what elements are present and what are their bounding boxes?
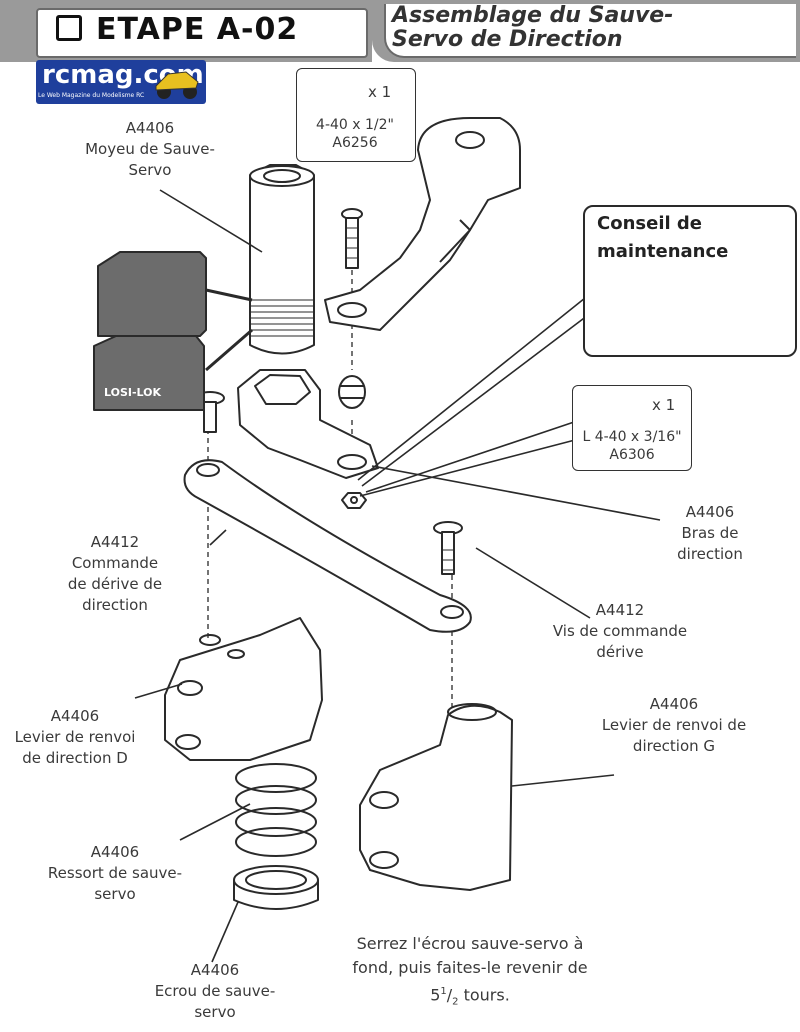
- sauve-servo-nut-part: [233, 865, 319, 910]
- nut-hardware-box: [572, 385, 692, 471]
- checkbox-icon: [56, 15, 82, 41]
- nut-part-number: A6306: [609, 447, 655, 463]
- step-title: ETAPE A-02: [56, 12, 298, 47]
- instruction-line-2: fond, puis faites-le revenir de: [352, 958, 588, 977]
- lower-arm-part: [237, 369, 379, 479]
- hub-part: [249, 164, 315, 355]
- subtitle-box: [384, 4, 796, 58]
- instruction-line-1: Serrez l'écrou sauve-servo à: [356, 934, 584, 953]
- maintenance-tip-box: [583, 205, 797, 357]
- step-title-box: [36, 8, 368, 58]
- drag-link-part: [183, 459, 472, 633]
- step-subtitle: Assemblage du Sauve- Servo de Direction: [392, 4, 673, 52]
- losi-lok-badge: [93, 335, 205, 411]
- instruction-text: Serrez l'écrou sauve-servo à fond, puis …: [330, 932, 610, 1015]
- small-nut-part: [341, 492, 367, 509]
- spring-part: [235, 763, 317, 857]
- logo-tagline: Le Web Magazine du Modelisme RC: [38, 92, 145, 99]
- step-title-text: ETAPE A-02: [96, 12, 299, 47]
- rc-car-icon: [155, 71, 199, 99]
- callout-lines: [134, 189, 661, 963]
- thread-badge: [97, 251, 207, 337]
- screw-part-number: A6256: [332, 135, 378, 151]
- steering-arm-part: [324, 117, 521, 331]
- subtitle-line-1: Assemblage du Sauve-: [392, 3, 674, 28]
- tip-title: Conseil de maintenance: [597, 210, 728, 266]
- tip-title-line-2: maintenance: [597, 241, 729, 262]
- drag-link-right-screw: [433, 521, 463, 575]
- subtitle-line-2: Servo de Direction: [392, 27, 623, 52]
- screw-qty: x 1: [368, 83, 392, 101]
- screw-part: [341, 208, 363, 269]
- bellcrank-d-part: [164, 617, 323, 761]
- screw-size: 4-40 x 1/2": [316, 117, 394, 133]
- screw-hardware-box: [296, 68, 416, 162]
- nut-qty: x 1: [652, 396, 676, 414]
- losi-lok-label: LOSI-LOK: [104, 386, 162, 399]
- bellcrank-g-part: [359, 703, 513, 891]
- ball-part: [338, 375, 366, 409]
- tip-title-line-1: Conseil de: [597, 213, 703, 234]
- nut-size: L 4-40 x 3/16": [582, 429, 682, 445]
- instruction-line-3: 51/2 tours.: [430, 985, 510, 1008]
